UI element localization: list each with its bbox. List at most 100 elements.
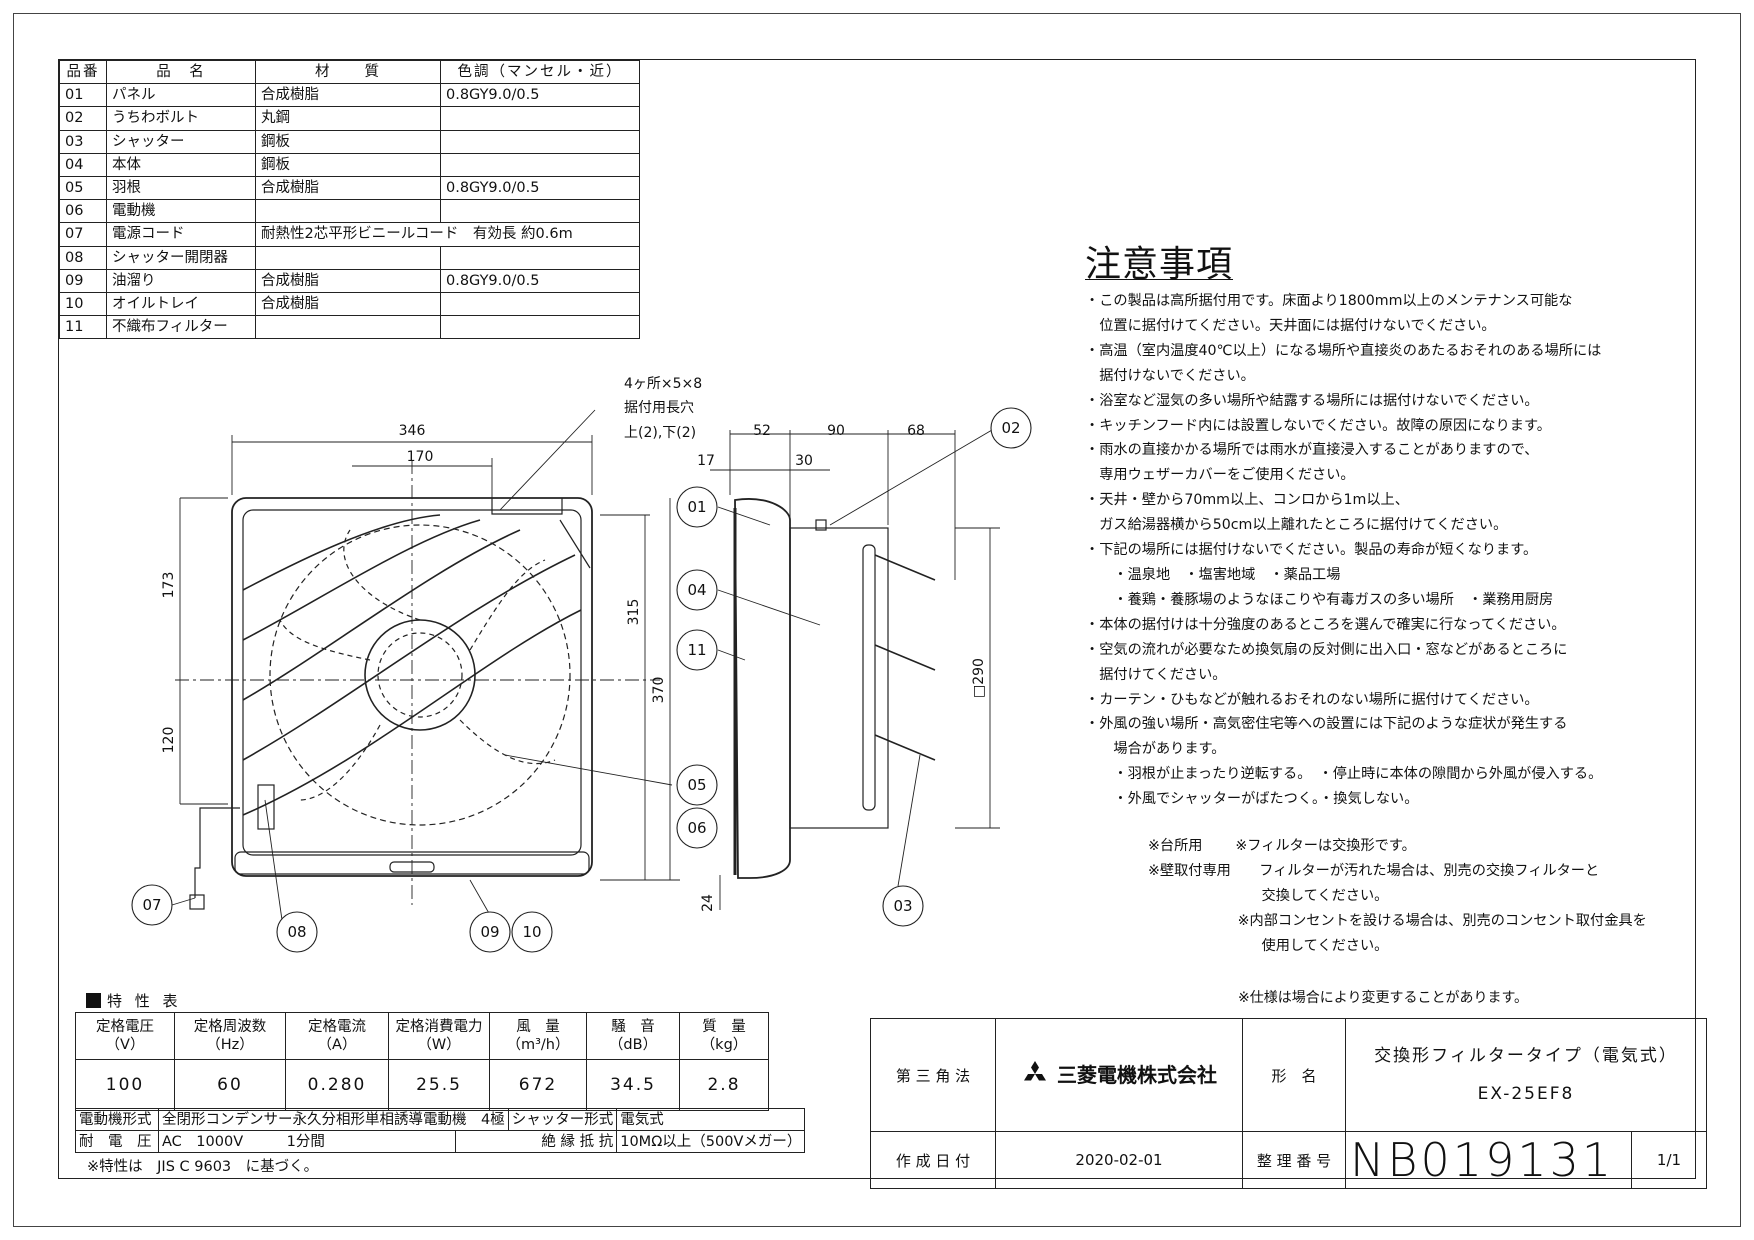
spec-detail-table: 電動機形式 全閉形コンデンサー永久分相形単相誘導電動機 4極 シャッター形式 電… [75, 1108, 806, 1153]
caution-line: 据付けてください。 [1085, 666, 1227, 683]
header-color: 色調（マンセル・近） [440, 59, 640, 85]
fan-outer-circle [269, 524, 571, 826]
spec-header: 定格周波数（Hz） [174, 1012, 286, 1060]
side-view [710, 430, 1000, 910]
memo-line: 交換してください。 [1148, 887, 1389, 904]
dim-90: 90 [827, 423, 845, 439]
power-plug [189, 894, 205, 910]
spec-value: 100 [75, 1059, 175, 1111]
balloon-labels: 01 02 03 04 05 06 07 08 09 10 11 [142, 419, 1020, 941]
caution-line: ・温泉地 ・塩害地域 ・薬品工場 [1085, 566, 1341, 583]
part-name: シャッター [106, 129, 256, 154]
dim-346: 346 [399, 423, 426, 439]
slot-note-line1: 4ヶ所×5×8 [624, 376, 702, 392]
date-label: 作 成 日 付 [870, 1131, 996, 1189]
model-description: 交換形フィルタータイプ（電気式） [1374, 1046, 1678, 1066]
caution-line: ・雨水の直接かかる場所では雨水が直接浸入することがありますので、 [1085, 442, 1539, 459]
spec-value: 672 [489, 1059, 587, 1111]
balloon-11-label: 11 [687, 641, 706, 659]
projection-method: 第 三 角 法 [870, 1018, 996, 1132]
power-cord [194, 807, 240, 898]
part-name: オイルトレイ [106, 291, 256, 317]
spec-detail-row: 電動機形式 全閉形コンデンサー永久分相形単相誘導電動機 4極 シャッター形式 電… [75, 1108, 806, 1131]
header-no: 品番 [59, 59, 107, 85]
spec-header-row: 定格電圧（V） 定格周波数（Hz） 定格電流（A） 定格消費電力（W） 風 量（… [75, 1012, 769, 1060]
dim-170: 170 [407, 449, 434, 465]
memo-line: 使用してください。 [1148, 937, 1389, 954]
part-material [255, 245, 441, 270]
usage-memo: ※台所用 ※フィルターは交換形です。 ※壁取付専用 フィルターが汚れた場合は、別… [1148, 834, 1647, 959]
balloon-04 [676, 569, 718, 611]
withstand-label: 耐 電 圧 [75, 1130, 159, 1153]
title-block: 第 三 角 法 三菱電機株式会社 形 名 交換形フィルタータイプ（電気式） EX… [870, 1018, 1707, 1189]
part-material: 合成樹脂 [255, 291, 441, 317]
part-no: 02 [59, 106, 107, 131]
header-material: 材 質 [255, 59, 441, 85]
sheet-border [13, 13, 1741, 1227]
caution-line: ・外風の強い場所・高気密住宅等への設置には下記のような症状が発生する [1085, 716, 1568, 733]
part-name: 油溜り [106, 268, 256, 293]
spec-value: 25.5 [388, 1059, 490, 1111]
spec-header: 騒 音（dB） [586, 1012, 680, 1060]
dim-24: 24 [700, 894, 716, 912]
fan-hub [364, 619, 476, 731]
balloon-06-label: 06 [687, 819, 706, 837]
motor-type-label: 電動機形式 [75, 1108, 159, 1131]
part-no: 09 [59, 268, 107, 293]
creation-date: 2020-02-01 [995, 1131, 1243, 1189]
spec-header: 質 量（kg） [679, 1012, 769, 1060]
part-color [440, 106, 640, 131]
balloon-07 [131, 884, 173, 926]
withstand-value: AC 1000V 1分間 [158, 1130, 456, 1153]
black-square-icon [86, 993, 101, 1008]
memo-line: ※内部コンセントを設ける場合は、別売のコンセント取付金具を [1148, 912, 1647, 929]
caution-line: ・カーテン・ひもなどが触れるおそれのない場所に据付けてください。 [1085, 691, 1539, 708]
balloon-06 [676, 807, 718, 849]
sheet-number: 1/1 [1631, 1131, 1707, 1189]
part-name: 羽根 [106, 175, 256, 201]
shutter-type-label: シャッター形式 [507, 1108, 618, 1131]
caution-title: 注意事項 [1085, 244, 1234, 285]
part-color [440, 199, 640, 224]
dim-290: □290 [971, 658, 987, 698]
balloon-03 [882, 885, 924, 927]
memo-line: ※壁取付専用 フィルターが汚れた場合は、別売の交換フィルターと [1148, 862, 1600, 879]
spec-header: 定格消費電力（W） [388, 1012, 490, 1060]
company-cell: 三菱電機株式会社 [995, 1018, 1243, 1132]
insulation-label: 絶 縁 抵 抗 [454, 1130, 618, 1153]
balloon-10 [511, 911, 553, 953]
dim-120: 120 [161, 727, 177, 754]
fan-blades [279, 529, 556, 801]
spec-detail-row: 耐 電 圧 AC 1000V 1分間 絶 縁 抵 抗 10MΩ以上（500Vメガ… [75, 1130, 806, 1153]
header-name: 品 名 [106, 59, 256, 85]
balloon-09 [469, 911, 511, 953]
caution-line: 位置に据付けてください。天井面には据付けないでください。 [1085, 317, 1496, 334]
memo-line: ※台所用 ※フィルターは交換形です。 [1148, 838, 1416, 854]
fan-hub-inner [377, 632, 463, 718]
slot-leader [499, 409, 596, 511]
spec-value: 60 [174, 1059, 286, 1111]
part-color [440, 291, 640, 317]
spec-value: 34.5 [586, 1059, 680, 1111]
motor-type-value: 全閉形コンデンサー永久分相形単相誘導電動機 4極 [158, 1108, 509, 1131]
spec-value-row: 100 60 0.280 25.5 672 34.5 2.8 [75, 1059, 769, 1111]
caution-line: ・外風でシャッターがばたつく。・換気しない。 [1085, 791, 1419, 808]
part-no: 01 [59, 83, 107, 108]
number-label: 整 理 番 号 [1242, 1131, 1346, 1189]
part-color: 0.8GY9.0/0.5 [440, 83, 640, 108]
part-no: 03 [59, 129, 107, 154]
title-block-row: 作 成 日 付 2020-02-01 整 理 番 号 NB019131 1/1 [870, 1131, 1707, 1189]
insulation-value: 10MΩ以上（500Vメガー） [616, 1130, 806, 1153]
caution-line: ・浴室など湿気の多い場所や結露する場所には据付けないでください。 [1085, 392, 1539, 409]
top-right-tab [559, 519, 591, 569]
spec-table: 定格電圧（V） 定格周波数（Hz） 定格電流（A） 定格消費電力（W） 風 量（… [75, 1012, 769, 1111]
drawing-number-cell: NB019131 [1345, 1131, 1632, 1189]
balloon-01-label: 01 [687, 498, 706, 516]
three-diamonds-icon [1024, 1060, 1046, 1081]
spec-header: 定格電流（A） [285, 1012, 389, 1060]
shutter-blades [874, 554, 936, 761]
